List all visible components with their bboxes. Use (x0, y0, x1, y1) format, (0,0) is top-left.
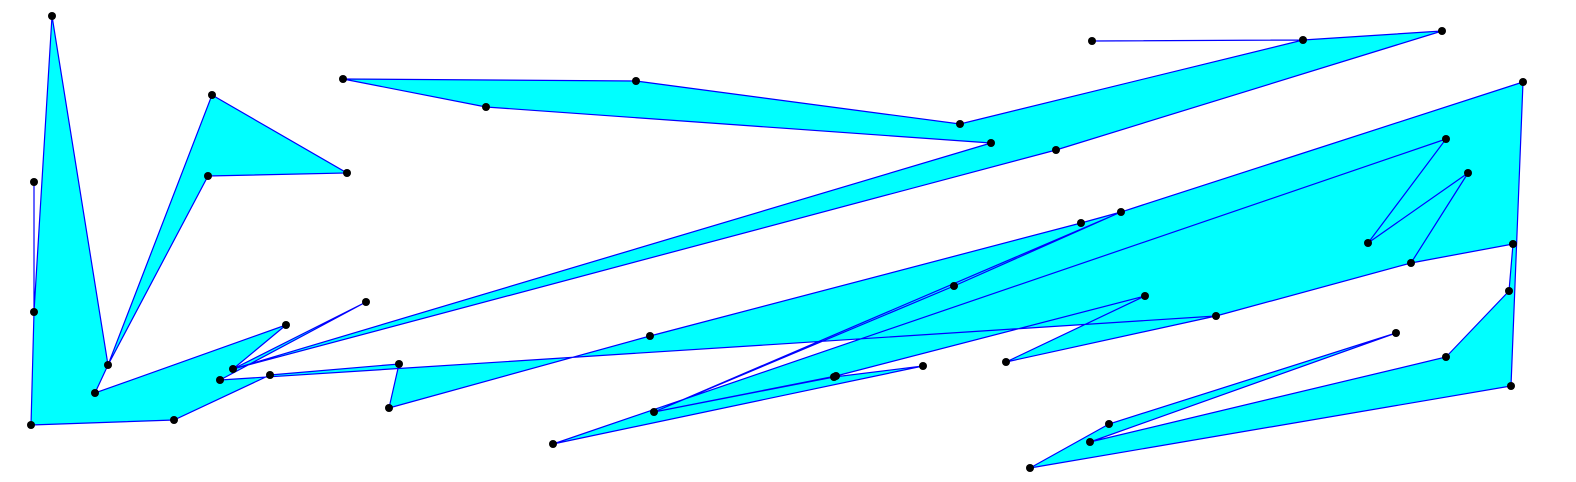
vertex-point-42 (282, 321, 290, 329)
vertex-point-20 (832, 372, 840, 380)
vertex-point-48 (48, 12, 56, 20)
vertex-point-23 (1026, 464, 1034, 472)
vertex-point-30 (216, 376, 224, 384)
vertex-point-39 (339, 75, 347, 83)
vertex-point-3 (395, 360, 403, 368)
vertex-point-14 (1364, 239, 1372, 247)
vertex-point-11 (919, 362, 927, 370)
vertex-point-21 (1519, 78, 1527, 86)
vertex-point-24 (1105, 420, 1113, 428)
vertex-point-0 (27, 421, 35, 429)
vertex-point-8 (950, 282, 958, 290)
vertex-point-26 (1086, 438, 1094, 446)
vertex-markers (27, 12, 1527, 472)
vertex-point-6 (1077, 219, 1085, 227)
vertex-point-35 (1299, 36, 1307, 44)
vertex-point-28 (1505, 287, 1513, 295)
vertex-point-18 (1002, 358, 1010, 366)
vertex-point-34 (1438, 27, 1446, 35)
vertex-point-12 (549, 440, 557, 448)
vertex-point-40 (482, 103, 490, 111)
vertex-point-1 (170, 416, 178, 424)
vertex-point-13 (1442, 135, 1450, 143)
vertex-point-25 (1392, 329, 1400, 337)
vertex-point-17 (1212, 312, 1220, 320)
vertex-point-27 (1442, 353, 1450, 361)
vertex-point-41 (987, 139, 995, 147)
vertex-point-45 (204, 172, 212, 180)
vertex-point-16 (1407, 259, 1415, 267)
vertex-point-32 (229, 365, 237, 373)
vertex-point-37 (956, 120, 964, 128)
vertex-point-15 (1464, 169, 1472, 177)
vertex-point-43 (91, 389, 99, 397)
vertex-point-50 (30, 178, 38, 186)
vertex-point-29 (1509, 240, 1517, 248)
vertex-point-36 (1088, 37, 1096, 45)
vertex-point-46 (343, 169, 351, 177)
vertex-point-47 (208, 91, 216, 99)
vertex-point-2 (266, 371, 274, 379)
vertex-point-5 (646, 332, 654, 340)
vertex-point-4 (385, 404, 393, 412)
vertex-point-44 (104, 361, 112, 369)
filled-polygon (30, 15, 1524, 469)
vertex-point-9 (650, 408, 658, 416)
vertex-point-22 (1507, 382, 1515, 390)
vertex-point-38 (632, 77, 640, 85)
vertex-point-19 (1141, 292, 1149, 300)
vertex-point-33 (1052, 146, 1060, 154)
vertex-point-7 (1117, 208, 1125, 216)
vertex-point-49 (30, 308, 38, 316)
vertex-point-31 (362, 298, 370, 306)
